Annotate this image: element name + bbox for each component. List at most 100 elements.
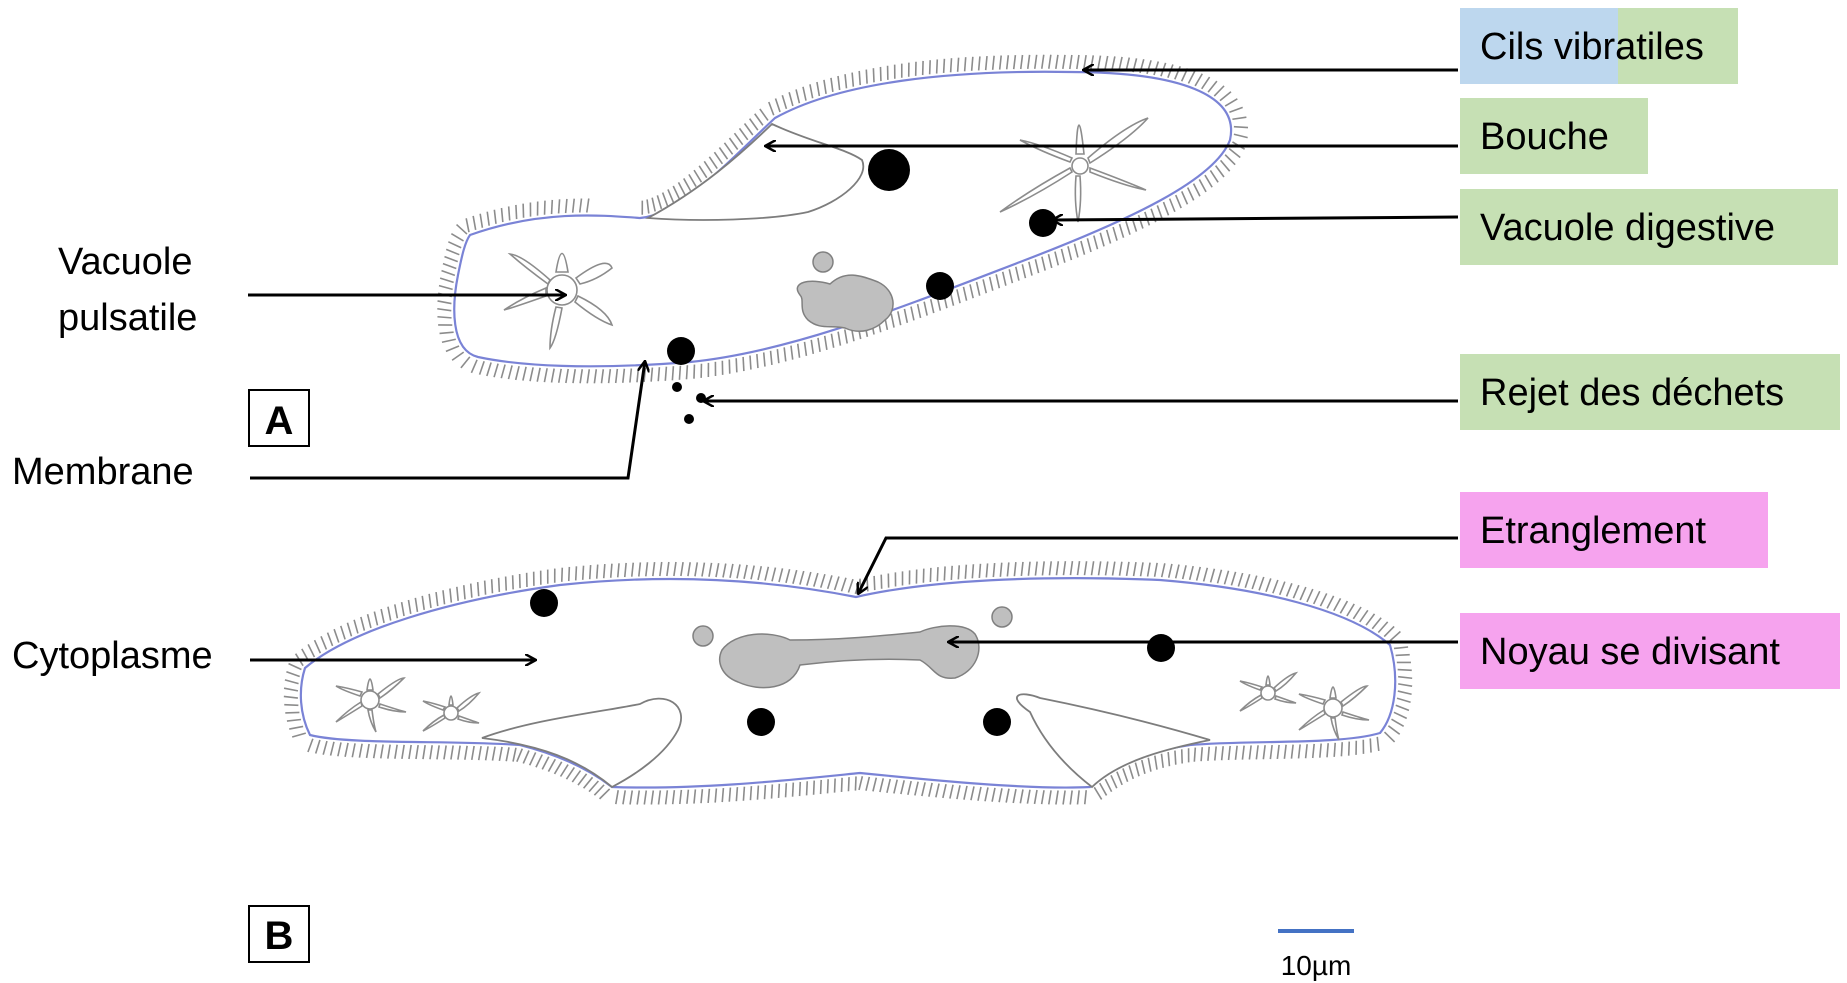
cilium — [1146, 60, 1152, 75]
cilium — [851, 72, 855, 87]
cilium — [1272, 579, 1279, 594]
label-box-etranglement: Etranglement — [1460, 492, 1768, 568]
cilium — [1154, 755, 1158, 770]
food-vacuole — [868, 149, 910, 191]
cilium — [935, 783, 940, 798]
cilium — [693, 789, 697, 804]
cilium — [823, 79, 827, 94]
cilium — [284, 703, 299, 707]
cilium — [1112, 226, 1118, 241]
cilium — [439, 331, 454, 335]
cilium — [956, 57, 960, 72]
cilium — [457, 745, 461, 760]
cilium — [541, 756, 550, 770]
cilium — [840, 777, 843, 792]
label-box-vacuole-digestive: Vacuole digestive — [1460, 189, 1838, 265]
cilium — [788, 92, 794, 107]
cilium — [802, 86, 807, 101]
cilium — [897, 311, 902, 326]
cilium — [671, 790, 676, 805]
cilium — [1209, 568, 1216, 583]
cilium — [478, 361, 485, 375]
cilium — [593, 369, 598, 384]
cilium — [1047, 253, 1053, 269]
cilium — [666, 561, 670, 577]
cilium — [984, 55, 988, 71]
cilium — [283, 695, 298, 699]
cilium — [579, 369, 584, 384]
cilium — [956, 785, 961, 800]
cilium — [437, 315, 452, 319]
cilium — [553, 761, 563, 775]
cilium — [314, 739, 321, 754]
cilium — [439, 277, 454, 284]
cilium — [1153, 61, 1160, 76]
cilium — [700, 789, 704, 804]
cilium — [1040, 54, 1045, 69]
cilium — [340, 625, 346, 640]
arrow-etranglement — [858, 536, 1458, 594]
cilium — [629, 368, 633, 383]
cilium — [643, 790, 648, 805]
cilium — [1227, 745, 1231, 761]
rejet-dechets-text: Rejet des déchets — [1480, 372, 1784, 414]
cilium — [661, 192, 669, 207]
cilium — [799, 570, 805, 585]
cilium — [1034, 561, 1038, 576]
cilium — [837, 75, 841, 91]
cilium — [1377, 621, 1389, 634]
cilium — [1137, 214, 1144, 229]
cilium — [1104, 55, 1109, 71]
cilium — [826, 575, 833, 590]
cilium — [798, 781, 802, 797]
etranglement-text: Etranglement — [1480, 510, 1706, 552]
cilium — [1118, 56, 1123, 71]
cilium — [1359, 609, 1369, 623]
cilium — [1167, 563, 1173, 578]
cilium — [1346, 603, 1355, 617]
cilium — [1333, 742, 1337, 757]
cilium — [1147, 757, 1152, 772]
cilium — [872, 68, 875, 83]
cilium — [1139, 562, 1144, 577]
cilium — [1290, 744, 1294, 759]
cilium — [708, 562, 713, 577]
cilium — [313, 639, 322, 654]
cilium — [572, 369, 577, 384]
cilium — [437, 307, 452, 312]
cilium — [623, 562, 627, 578]
cilium — [1067, 246, 1073, 261]
cilium — [476, 582, 480, 597]
cilium — [998, 55, 1002, 70]
cilium — [1326, 743, 1329, 758]
cilium — [1026, 54, 1031, 70]
cilium — [667, 189, 675, 203]
cilium — [1054, 251, 1060, 266]
cilium — [1233, 125, 1249, 129]
cilium — [1365, 613, 1376, 626]
cilium — [762, 352, 766, 367]
cilium — [1062, 790, 1066, 805]
cilium — [1188, 565, 1194, 580]
cilium — [680, 561, 684, 577]
cilium — [819, 573, 826, 588]
cilium — [714, 788, 718, 803]
label-box-cils-vibratiles: Cils vibratiles — [1460, 8, 1738, 84]
cilium — [1195, 566, 1202, 581]
cilium — [1224, 154, 1236, 166]
cilium — [1168, 198, 1176, 213]
cilium — [1160, 563, 1166, 578]
cilium — [936, 567, 939, 582]
cilium — [288, 662, 302, 671]
cilium — [1234, 745, 1238, 760]
cilium — [598, 788, 611, 800]
cilium — [1122, 768, 1129, 783]
cilium — [536, 367, 541, 382]
cilium — [1132, 561, 1137, 577]
cilium — [1193, 747, 1197, 762]
cilium — [1223, 570, 1230, 585]
cilium — [444, 255, 459, 263]
cilium — [847, 777, 850, 792]
cilium — [1041, 561, 1045, 576]
cilium — [507, 206, 511, 221]
